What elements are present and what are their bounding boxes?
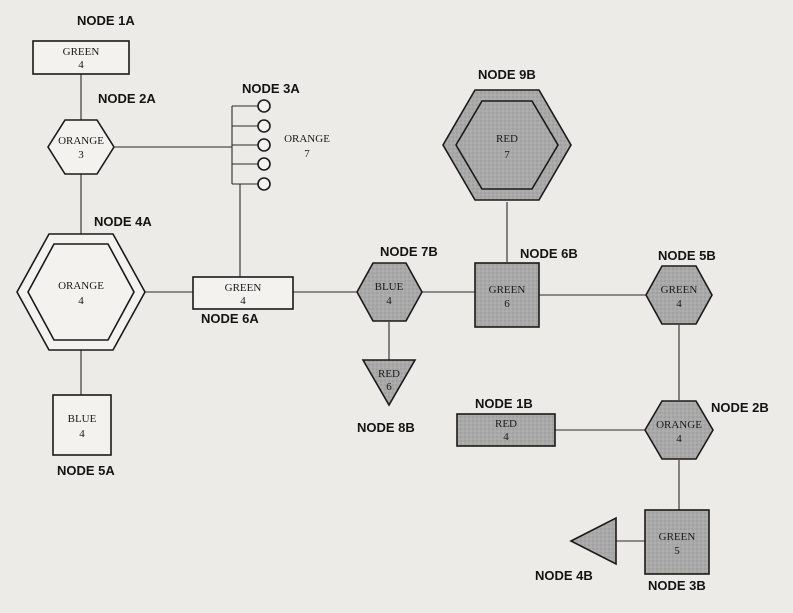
node-8b: RED 6 NODE 8B [357,359,417,435]
node-7b: NODE 7B BLUE 4 [356,244,438,322]
node-6b-color: GREEN [489,284,526,296]
node-4b-label: NODE 4B [535,568,593,583]
node-1b: NODE 1B RED 4 [456,396,556,447]
node-5a: BLUE 4 NODE 5A [52,394,115,478]
node-1b-color: RED [495,418,517,430]
node-4a: NODE 4A ORANGE 4 [16,214,152,351]
node-5b-value: 4 [676,298,682,310]
node-3b-color: GREEN [659,531,696,543]
node-7b-value: 4 [386,295,392,307]
node-9b-color: RED [496,133,518,145]
node-4a-shape-inner [27,243,135,341]
node-2a-value: 3 [78,149,84,161]
node-5a-color: BLUE [68,413,97,425]
node-1a-label: NODE 1A [77,13,135,28]
node-4a-label: NODE 4A [94,214,152,229]
node-1b-value: 4 [503,431,509,443]
node-6a-color: GREEN [225,282,262,294]
node-5a-value: 4 [79,428,85,440]
node-2a-label: NODE 2A [98,91,156,106]
node-6b: NODE 6B GREEN 6 [474,246,578,328]
node-1a: NODE 1A GREEN 4 [32,13,135,75]
node-1b-shape [456,413,556,447]
node-5b: NODE 5B GREEN 4 [645,248,716,325]
node-3a-color: ORANGE [284,133,330,145]
node-4b-shape [569,516,617,566]
node-7b-label: NODE 7B [380,244,438,259]
node-8b-value: 6 [386,381,392,393]
node-2b-value: 4 [676,433,682,445]
node-3b-value: 5 [674,545,680,557]
node-3a-value: 7 [304,148,310,160]
node-3b-label: NODE 3B [648,578,706,593]
node-8b-shape [361,359,417,407]
node-2a-shape [47,119,115,175]
node-6b-value: 6 [504,298,510,310]
node-8b-color: RED [378,368,400,380]
node-9b-label: NODE 9B [478,67,536,82]
node-5a-shape [52,394,112,456]
node-9b-value: 7 [504,149,510,161]
node-1a-shape [32,40,130,75]
node-3a-port-3 [257,138,271,152]
node-3a-port-2 [257,119,271,133]
node-6a-shape [192,276,294,310]
node-2b-color: ORANGE [656,419,702,431]
node-3a: NODE 3A ORANGE 7 [231,81,330,191]
node-5b-label: NODE 5B [658,248,716,263]
node-7b-color: BLUE [375,281,404,293]
node-6a-label: NODE 6A [201,311,259,326]
node-9b-shape-inner [455,100,559,190]
node-3b: GREEN 5 NODE 3B [644,509,710,593]
node-2b-label: NODE 2B [711,400,769,415]
node-6b-label: NODE 6B [520,246,578,261]
node-5b-shape [645,265,713,325]
node-2a: NODE 2A ORANGE 3 [47,91,156,175]
node-3b-shape [644,509,710,575]
node-5a-label: NODE 5A [57,463,115,478]
node-3a-port-1 [257,99,271,113]
node-7b-shape [356,262,423,322]
node-2b-shape [644,400,714,460]
node-3a-label: NODE 3A [242,81,300,96]
node-3a-port-4 [257,157,271,171]
node-4b: NODE 4B [535,516,617,583]
node-4a-color: ORANGE [58,280,104,292]
node-6a: GREEN 4 NODE 6A [192,276,294,326]
node-1b-label: NODE 1B [475,396,533,411]
node-2b: NODE 2B ORANGE 4 [644,400,769,460]
edges [80,74,680,542]
node-4a-value: 4 [78,295,84,307]
node-1a-color: GREEN [63,46,100,58]
node-8b-label: NODE 8B [357,420,415,435]
node-3a-port-5 [257,177,271,191]
node-6a-value: 4 [240,295,246,307]
node-9b: NODE 9B RED 7 [442,67,572,201]
node-6b-shape [474,262,540,328]
node-5b-color: GREEN [661,284,698,296]
node-1a-value: 4 [78,59,84,71]
node-2a-color: ORANGE [58,135,104,147]
